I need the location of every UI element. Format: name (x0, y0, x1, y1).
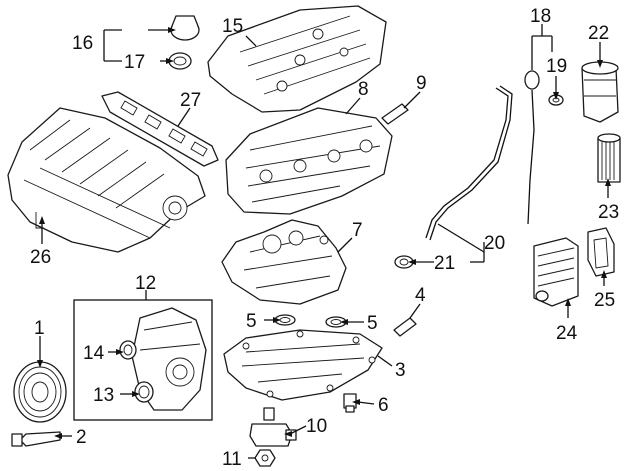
callout-2: 2 (76, 427, 87, 448)
callout-24: 24 (556, 323, 578, 344)
valve-cover (207, 5, 387, 113)
callout-5a: 5 (246, 311, 257, 332)
callout-23: 23 (598, 202, 619, 223)
rear-seal (134, 381, 154, 403)
oil-cooler (533, 237, 579, 307)
oil-baffle (221, 219, 347, 305)
callout-10: 10 (306, 416, 327, 437)
cylinder-head (225, 107, 393, 215)
leader-lines (39, 24, 609, 459)
intake-manifold (7, 107, 206, 253)
plug (381, 103, 409, 125)
oil-level-sensor (249, 407, 297, 447)
drain-plug (343, 393, 357, 413)
callout-3: 3 (395, 360, 406, 381)
oil-filter-element (597, 133, 621, 183)
callout-11: 11 (222, 449, 242, 470)
callout-8: 8 (358, 79, 369, 100)
dipstick (524, 70, 540, 225)
callout-19: 19 (546, 56, 567, 77)
dipstick-tube-seal (394, 255, 414, 269)
oil-filter-housing-cap (581, 61, 619, 123)
filler-cap-seal (168, 52, 192, 70)
callout-13: 13 (93, 385, 114, 406)
callout-25: 25 (594, 290, 615, 311)
callout-5b: 5 (367, 313, 378, 334)
callout-7: 7 (352, 220, 363, 241)
callout-6: 6 (378, 395, 389, 416)
callout-22: 22 (588, 23, 609, 44)
front-seal (119, 340, 137, 360)
dipstick-tube (425, 85, 513, 241)
callout-26: 26 (30, 247, 51, 268)
intake-gasket (101, 91, 219, 167)
crankshaft-pulley (13, 361, 67, 423)
callout-15: 15 (222, 16, 243, 37)
callout-21: 21 (434, 253, 455, 274)
pulley-bolt (11, 431, 61, 447)
nut (254, 449, 276, 467)
callout-18: 18 (530, 6, 551, 27)
callout-4: 4 (415, 285, 426, 306)
arrowheads (37, 27, 611, 439)
oil-cooler-gasket (587, 227, 615, 277)
oil-filler-cap (170, 15, 200, 41)
o-ring-right (325, 316, 347, 328)
callout-27: 27 (180, 90, 201, 111)
oil-pan (223, 329, 383, 401)
callout-1: 1 (34, 318, 45, 339)
dowel (393, 317, 417, 337)
callout-12: 12 (135, 273, 156, 294)
callout-9: 9 (416, 73, 427, 94)
callout-17: 17 (124, 52, 145, 73)
callout-14: 14 (83, 343, 105, 364)
callout-20: 20 (484, 233, 505, 254)
callout-16: 16 (72, 33, 93, 54)
